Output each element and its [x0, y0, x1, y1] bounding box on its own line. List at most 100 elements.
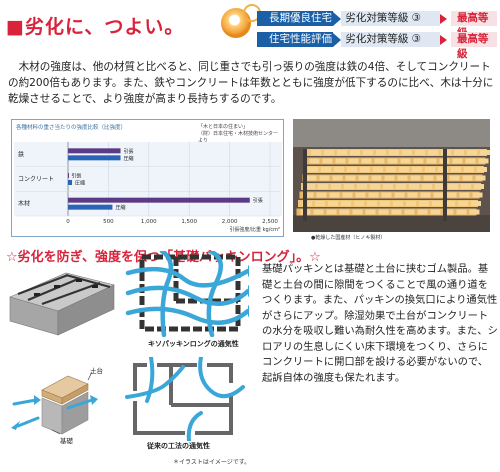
rating-category: 住宅性能評価: [257, 32, 334, 47]
series-label: 引張: [253, 197, 263, 204]
timber-piece: [374, 158, 385, 164]
timber-piece: [400, 158, 411, 164]
timber-piece: [391, 209, 402, 215]
x-tick-label: 1,000: [141, 219, 157, 225]
timber-photo: [293, 119, 490, 232]
category-label: コンクリート: [18, 176, 54, 183]
timber-piece: [322, 158, 333, 164]
rating-row-performance: 住宅性能評価 劣化対策等級 ③ 最高等級: [257, 32, 497, 60]
bar-圧縮: [68, 204, 113, 210]
timber-piece: [410, 175, 421, 181]
sill-label: 土台: [90, 367, 103, 375]
timber-piece: [461, 184, 471, 189]
conventional-airflow-plan: [125, 357, 245, 441]
timber-piece: [413, 158, 424, 164]
timber-piece: [420, 192, 431, 198]
timber-piece: [419, 201, 429, 206]
timber-piece: [344, 184, 354, 189]
photo-caption: ●乾燥した国産材（ヒノキ製材）: [311, 235, 386, 241]
timber-piece: [339, 209, 350, 215]
timber-piece: [480, 150, 490, 155]
chevron-right-icon: [333, 11, 342, 26]
x-tick-label: 1,500: [181, 219, 197, 225]
timber-piece: [474, 184, 484, 189]
bar-引張: [68, 148, 121, 154]
timber-piece: [357, 184, 367, 189]
timber-piece: [425, 167, 435, 172]
timber-piece: [459, 192, 470, 198]
timber-piece: [471, 201, 481, 206]
timber-piece: [326, 209, 337, 215]
x-tick-label: 0: [66, 219, 70, 225]
timber-piece: [383, 184, 393, 189]
arrow-right-icon: [439, 13, 447, 24]
timber-piece: [342, 192, 353, 198]
strength-chart: 各種材料の重さ当たりの強度比較（比強度） 「木と日本の住まい」 （財）日本住宅・…: [11, 119, 284, 237]
timber-piece: [435, 184, 445, 189]
timber-piece: [394, 192, 405, 198]
rating-item: 劣化対策等級 ③: [341, 32, 440, 47]
timber-piece: [348, 158, 359, 164]
timber-piece: [370, 184, 380, 189]
timber-piece: [396, 184, 406, 189]
timber-piece: [361, 158, 372, 164]
timber-piece: [345, 175, 356, 181]
category-label: 木材: [18, 200, 30, 208]
timber-piece: [315, 201, 325, 206]
timber-piece: [456, 209, 467, 215]
x-tick-label: 2,500: [262, 219, 278, 225]
timber-piece: [378, 209, 389, 215]
timber-piece: [445, 201, 455, 206]
timber-piece: [393, 201, 403, 206]
timber-piece: [389, 150, 399, 155]
timber-piece: [446, 192, 457, 198]
illustration-note: ＊イラストはイメージです。: [173, 459, 251, 466]
timber-piece: [428, 150, 438, 155]
timber-piece: [303, 192, 314, 198]
timber-piece: [321, 167, 331, 172]
timber-piece: [409, 184, 419, 189]
category-label: 鉄: [18, 150, 24, 158]
packing-airflow-caption: キソパッキンロングの通気性: [148, 340, 239, 348]
timber-piece: [368, 192, 379, 198]
rating-grade: 最高等級: [450, 32, 497, 60]
chart-source-line: （財）日本住宅・木材技術センターより: [198, 131, 279, 144]
rating-row-long-term: 長期優良住宅 劣化対策等級 ③ 最高等級: [257, 11, 497, 39]
page-title: ■劣化に、つよい。: [6, 16, 185, 38]
chevron-right-icon: [333, 32, 342, 47]
rating-category: 長期優良住宅: [257, 11, 334, 26]
bar-引張: [68, 173, 69, 178]
packing-description: 基礎パッキンとは基礎と土台に挟むゴム製品。基礎と土台の間に隙間をつくることで風の…: [262, 263, 498, 384]
timber-piece: [373, 167, 383, 172]
timber-piece: [367, 201, 377, 206]
foundation-label: 基礎: [60, 437, 73, 445]
intro-paragraph: 木材の強度は、他の材質と比べると、同じ重さでも引っ張りの強度は鉄の4倍、そしてコ…: [8, 61, 494, 105]
timber-piece: [467, 150, 477, 155]
series-label: 圧縮: [75, 180, 85, 187]
chart-title: 各種材料の重さ当たりの強度比較（比強度）: [16, 125, 127, 131]
series-label: 圧縮: [124, 155, 134, 162]
conventional-airflow-caption: 従来の工法の通気性: [147, 442, 210, 450]
timber-piece: [355, 192, 366, 198]
timber-piece: [465, 158, 476, 164]
timber-piece: [430, 209, 441, 215]
timber-piece: [386, 167, 396, 172]
timber-piece: [350, 150, 360, 155]
timber-piece: [399, 167, 409, 172]
chart-source-line: 「木と日本の住まい」: [198, 124, 249, 130]
timber-piece: [448, 184, 458, 189]
timber-piece: [380, 201, 390, 206]
timber-piece: [422, 184, 432, 189]
timber-piece: [404, 209, 415, 215]
timber-piece: [306, 175, 317, 181]
timber-piece: [328, 201, 338, 206]
timber-piece: [477, 167, 487, 172]
sill-foundation-illustration: [11, 371, 98, 435]
timber-piece: [324, 150, 334, 155]
timber-piece: [332, 175, 343, 181]
timber-piece: [376, 150, 386, 155]
timber-piece: [313, 209, 324, 215]
section-heading: ☆劣化を防ぎ、強度を保つ「基礎パッキンロング」。☆: [6, 250, 321, 265]
packing-airflow-plan: [125, 251, 249, 337]
